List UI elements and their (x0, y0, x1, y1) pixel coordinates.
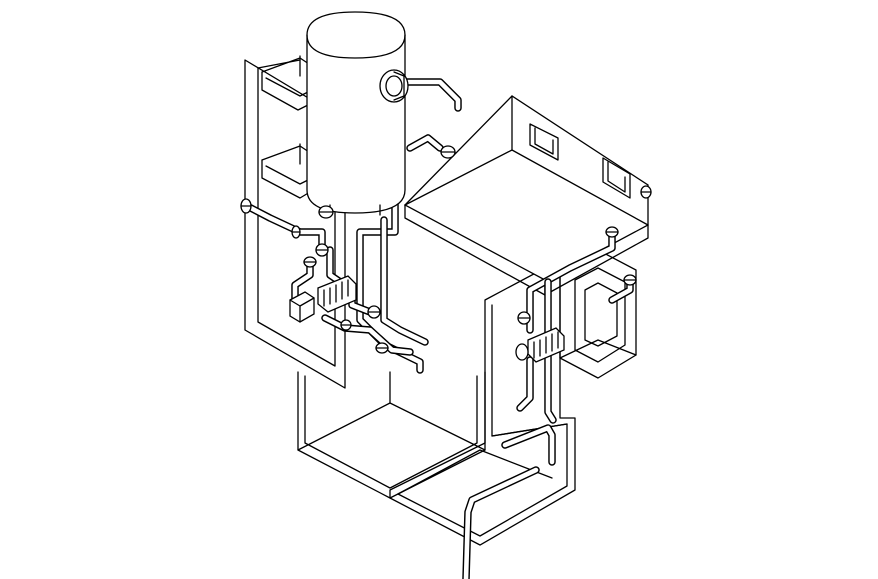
valve-icon (517, 311, 531, 325)
valve-icon (291, 225, 301, 239)
valve-icon (605, 226, 619, 238)
valve-icon (340, 319, 352, 331)
lower-left-tank (297, 371, 486, 499)
valve-icon (303, 256, 317, 268)
pump-right (515, 327, 565, 363)
valves (240, 145, 652, 354)
supply-pipe (462, 466, 540, 579)
valve-icon (375, 342, 389, 354)
valve-icon (315, 243, 329, 257)
valve-icon (640, 185, 652, 199)
pump-left (289, 275, 357, 323)
valve-icon (440, 145, 456, 159)
valve-icon (240, 198, 252, 214)
pressure-tank (306, 11, 409, 216)
valve-icon (623, 274, 637, 286)
valve-icon (367, 305, 381, 319)
valve-icon (318, 205, 334, 219)
upper-tank-box (403, 95, 649, 296)
